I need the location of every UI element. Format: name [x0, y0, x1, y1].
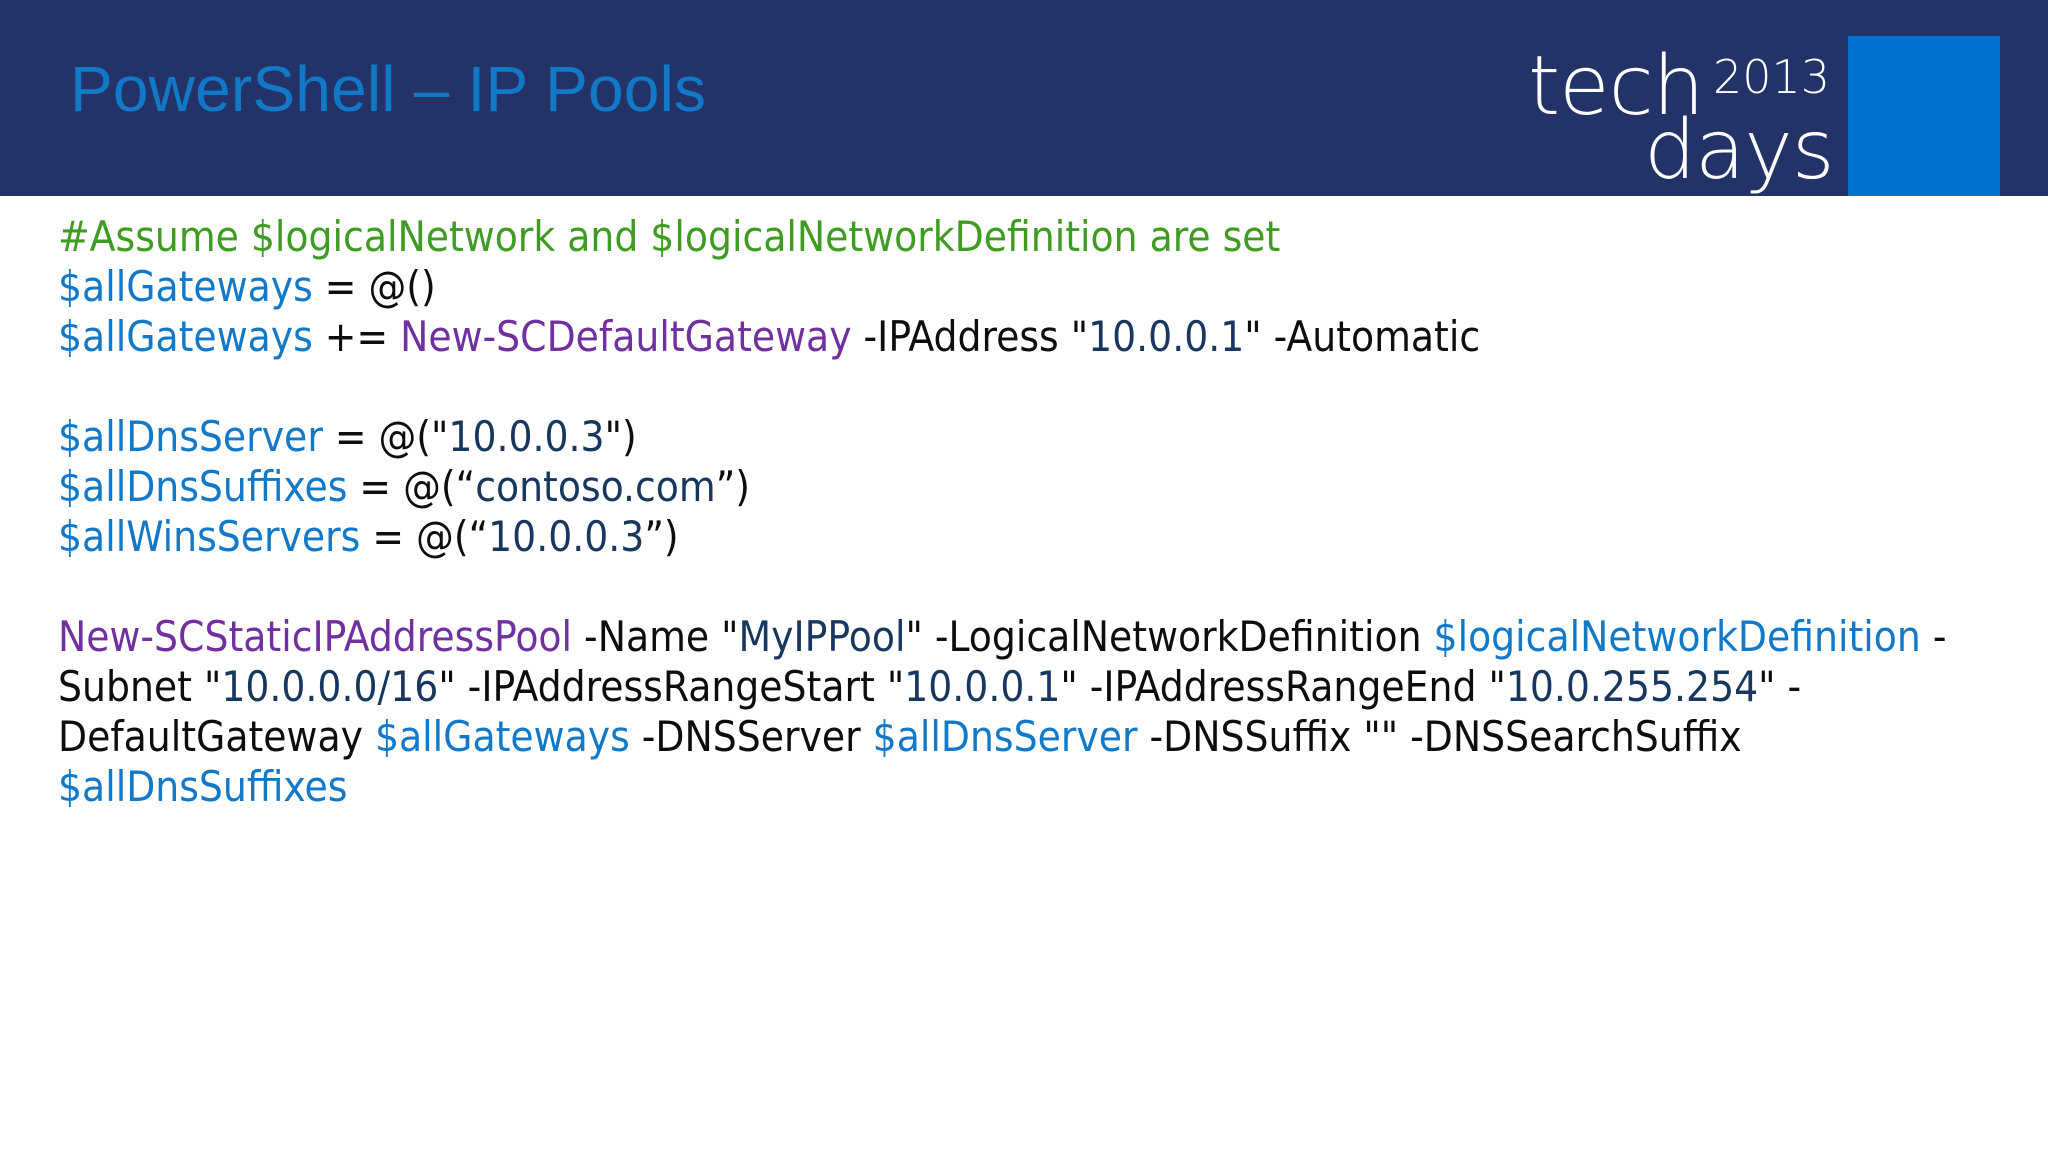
code-token-str: 10.0.0.1 [904, 662, 1061, 711]
code-line: $allDnsServer = @("10.0.0.3") [58, 412, 1998, 462]
logo-word-tech: tech [1528, 39, 1705, 134]
code-token-plain: " -IPAddressRangeStart " [438, 662, 905, 711]
code-token-plain: " -IPAddressRangeEnd " [1060, 662, 1506, 711]
code-token-var: $allGateways [58, 312, 313, 361]
code-token-plain: = @(“ [360, 512, 489, 561]
code-token-plain: -Subnet " [58, 612, 1947, 711]
code-token-plain: += [312, 312, 401, 361]
code-token-var: $allDnsServer [872, 712, 1138, 761]
code-token-str: 10.0.0.1 [1088, 312, 1245, 361]
code-token-str: 10.0.0.3 [448, 412, 605, 461]
code-token-plain: -IPAddress " [851, 312, 1089, 361]
code-line: New-SCStaticIPAddressPool -Name "MyIPPoo… [58, 612, 1998, 812]
code-token-var: $allWinsServers [58, 512, 361, 561]
code-token-var: $allDnsSuffixes [58, 762, 348, 811]
logo-year: 2013 [1713, 50, 1831, 104]
powershell-code-block: #Assume $logicalNetwork and $logicalNetw… [58, 212, 1998, 812]
code-token-cmdlet: New-SCDefaultGateway [400, 312, 852, 361]
code-token-var: $allDnsServer [58, 412, 323, 461]
code-token-var: $allGateways [374, 712, 630, 761]
code-token-plain: " -DefaultGateway [58, 662, 1802, 761]
code-token-str: MyIPPool [738, 612, 906, 661]
code-token-var: $allGateways [58, 262, 313, 311]
slide-header-band [0, 0, 2048, 196]
code-token-comment: #Assume $logicalNetwork and $logicalNetw… [58, 212, 1281, 261]
code-line: #Assume $logicalNetwork and $logicalNetw… [58, 212, 1998, 262]
code-token-plain: ”) [644, 512, 679, 561]
code-token-str: contoso.com [475, 462, 716, 511]
code-line: $allGateways += New-SCDefaultGateway -IP… [58, 312, 1998, 362]
code-token-plain: " -Automatic [1244, 312, 1481, 361]
code-line [58, 562, 1998, 612]
code-token-str: 10.0.0.3 [488, 512, 645, 561]
code-token-plain: -DNSSuffix "" -DNSSearchSuffix [1137, 712, 1742, 761]
code-line: $allGateways = @() [58, 262, 1998, 312]
code-token-var: $logicalNetworkDefinition [1433, 612, 1921, 661]
code-line: $allWinsServers = @(“10.0.0.3”) [58, 512, 1998, 562]
code-token-plain: = @() [312, 262, 436, 311]
code-token-cmdlet: New-SCStaticIPAddressPool [58, 612, 573, 661]
code-token-plain: -DNSServer [629, 712, 873, 761]
code-token-plain: ”) [715, 462, 751, 511]
code-token-var: $allDnsSuffixes [58, 462, 348, 511]
page-title: PowerShell – IP Pools [70, 53, 707, 125]
code-token-str: 10.0.0.0/16 [221, 662, 439, 711]
code-line [58, 362, 1998, 412]
code-line: $allDnsSuffixes = @(“contoso.com”) [58, 462, 1998, 512]
code-token-plain: ") [604, 412, 637, 461]
logo-blue-square [1848, 36, 2000, 196]
techdays-logo: tech 2013 days [1520, 24, 1920, 196]
code-token-plain: = @(" [322, 412, 449, 461]
code-token-plain: = @(“ [347, 462, 476, 511]
code-token-plain: " -LogicalNetworkDefinition [905, 612, 1434, 661]
logo-word-days: days [1644, 103, 1835, 198]
code-token-str: 10.0.255.254 [1505, 662, 1759, 711]
code-token-plain: -Name " [572, 612, 739, 661]
